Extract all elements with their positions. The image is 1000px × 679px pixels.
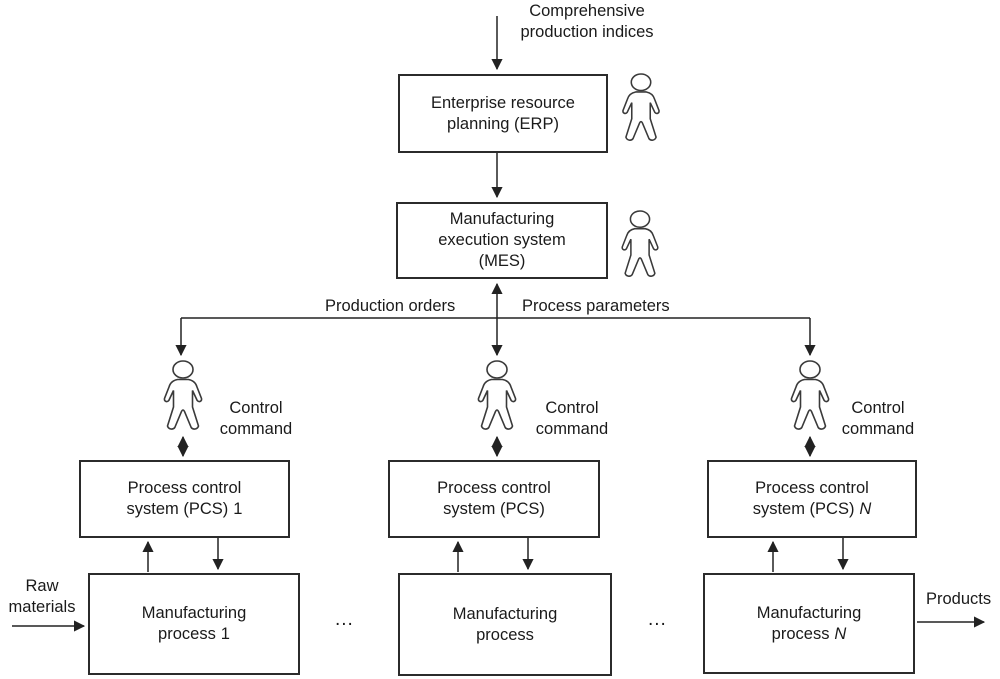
production-orders-label: Production orders <box>325 297 456 315</box>
control-command-label-1: Control command <box>206 398 306 440</box>
pcs3-label-line1: Process control <box>755 479 869 497</box>
top-input-label: Comprehensive production indices <box>496 1 678 43</box>
mp3-index: N <box>834 624 847 643</box>
mp1-index: 1 <box>220 625 230 643</box>
pcs1-label-line1: Process control <box>127 479 242 497</box>
mes-operator-person-icon <box>621 210 659 277</box>
control-command-1-line1: Control <box>229 399 283 417</box>
pcs3-box: Process control system (PCS)N <box>707 460 917 538</box>
control-command-1-line2: command <box>219 420 293 438</box>
control-command-3-line2: command <box>841 420 915 438</box>
mp2-label-line1: Manufacturing <box>452 604 558 623</box>
control-command-label-3: Control command <box>828 398 928 440</box>
pcs1-label-line2: system (PCS)1 <box>126 500 243 518</box>
products-label: Products <box>926 590 992 608</box>
process-parameters-label: Process parameters <box>522 297 670 315</box>
ellipsis-right: ... <box>648 609 667 630</box>
pcs2-label-line1: Process control <box>437 479 551 497</box>
control-command-2-line2: command <box>535 420 609 438</box>
control-command-2-line1: Control <box>545 399 599 417</box>
mp1-label-line1: Manufacturing <box>141 604 247 622</box>
erp-operator-person-icon <box>622 73 660 141</box>
control-command-3-line1: Control <box>851 399 905 417</box>
raw-materials-line2: materials <box>8 598 76 616</box>
pcs3-index: N <box>859 500 872 518</box>
pcs3-operator-person-icon <box>790 360 830 430</box>
ellipsis-left: ... <box>335 609 354 630</box>
raw-materials-line1: Raw <box>25 577 59 595</box>
pcs2-box: Process control system (PCS) <box>388 460 600 538</box>
top-input-label-line2: production indices <box>520 23 654 41</box>
pcs2-label-line2: system (PCS) <box>443 500 545 518</box>
mp2-box: Manufacturing process <box>398 573 612 676</box>
pcs3-label-line2: system (PCS)N <box>752 500 872 518</box>
pcs1-operator-person-icon <box>163 360 203 430</box>
erp-label-line1: Enterprise resource <box>431 93 575 112</box>
control-command-label-2: Control command <box>522 398 622 440</box>
mes-box: Manufacturing execution system (MES) <box>396 202 608 279</box>
mp2-label-line2: process <box>476 625 534 644</box>
pcs1-box: Process control system (PCS)1 <box>79 460 290 538</box>
pcs1-index: 1 <box>233 500 243 518</box>
top-input-label-line1: Comprehensive <box>529 2 645 20</box>
mes-label-line3: (MES) <box>478 252 526 270</box>
mes-label-line2: execution system <box>438 231 566 249</box>
raw-materials-label: Raw materials <box>0 576 84 618</box>
erp-label-line2: planning (ERP) <box>447 114 559 133</box>
mp3-label-line1: Manufacturing <box>756 603 862 622</box>
mes-label-line1: Manufacturing <box>449 210 555 228</box>
pcs2-operator-person-icon <box>477 360 517 430</box>
erp-box: Enterprise resource planning (ERP) <box>398 74 608 153</box>
